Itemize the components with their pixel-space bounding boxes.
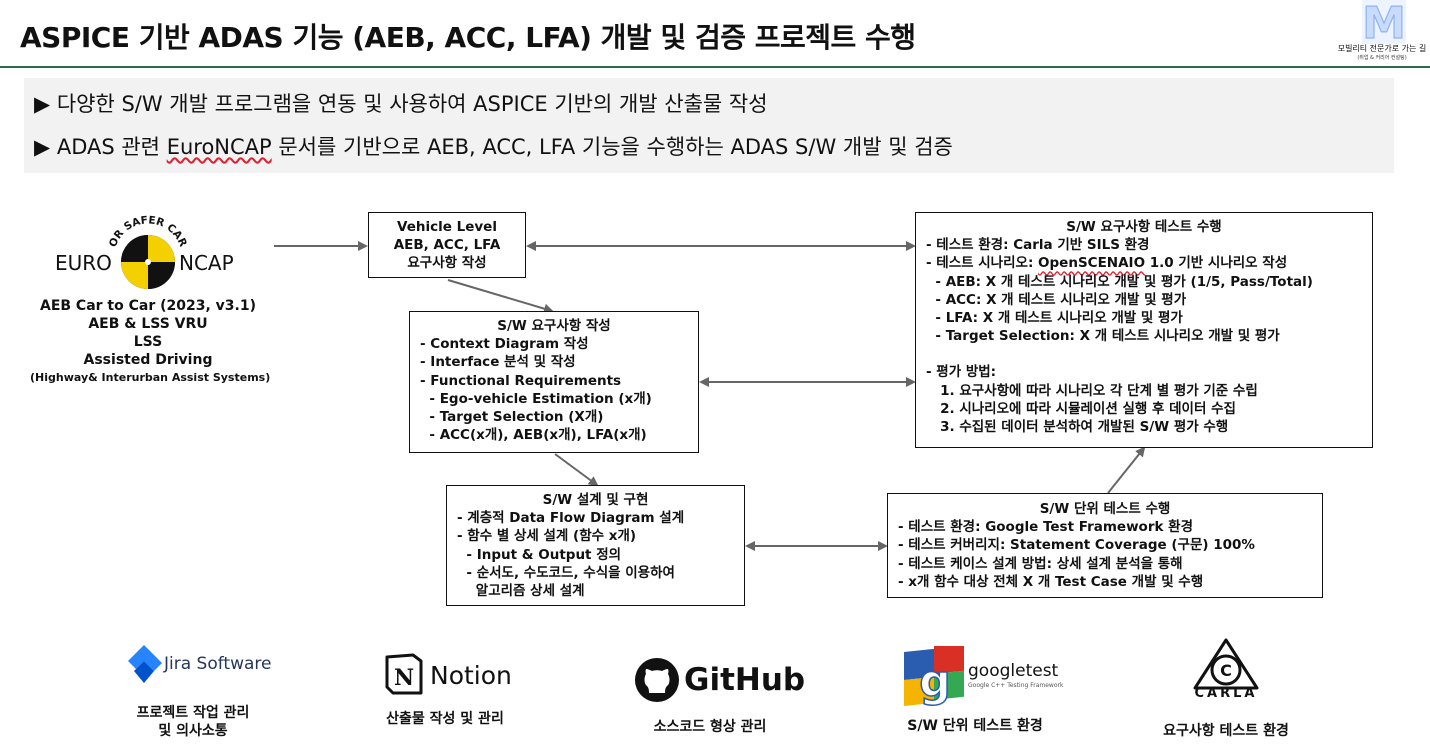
arrow-vehicle-to-req bbox=[447, 279, 554, 314]
req-row: - Ego-vehicle Estimation (x개) bbox=[420, 390, 652, 407]
test-row: 1. 요구사항에 따라 시나리오 각 단계 별 평가 기준 수립 bbox=[926, 382, 1258, 399]
euroncap-item-2: AEB & LSS VRU bbox=[88, 316, 208, 332]
euroncap-protocols: AEB Car to Car (2023, v3.1) AEB & LSS VR… bbox=[30, 297, 271, 387]
jira-caption-1: 프로젝트 작업 관리 bbox=[136, 705, 250, 721]
vehicle-level-box: Vehicle Level AEB, ACC, LFA 요구사항 작성 bbox=[368, 212, 526, 278]
vehicle-line-3: 요구사항 작성 bbox=[407, 255, 487, 272]
openscenario-term: OpenSCENAIO bbox=[1038, 255, 1146, 272]
sw-unit-test-title: S/W 단위 테스트 수행 bbox=[1039, 501, 1171, 517]
design-row: - 계층적 Data Flow Diagram 설계 bbox=[457, 510, 685, 527]
summary-line-1: ▶ 다양한 S/W 개발 프로그램을 연동 및 사용하여 ASPICE 기반의 … bbox=[34, 92, 768, 116]
req-row: - Interface 분석 및 작성 bbox=[420, 354, 576, 371]
svg-text:C: C bbox=[1220, 661, 1232, 680]
req-row: - Context Diagram 작성 bbox=[420, 336, 589, 353]
design-row: - Input & Output 정의 bbox=[457, 546, 622, 563]
euroncap-logo: FOR SAFER CARS EURO NCAP bbox=[52, 206, 234, 289]
unit-row: - 테스트 환경: Google Test Framework 환경 bbox=[898, 519, 1194, 536]
notion-icon: N bbox=[385, 653, 423, 695]
test-row: - 테스트 시나리오: OpenSCENAIO 1.0 기반 시나리오 작성 bbox=[926, 254, 1372, 272]
jira-caption-2: 및 의사소통 bbox=[158, 723, 228, 739]
sw-requirements-test-box: S/W 요구사항 테스트 수행 - 테스트 환경: Carla 기반 SILS … bbox=[915, 212, 1373, 448]
googletest-caption: S/W 단위 테스트 환경 bbox=[907, 718, 1043, 734]
design-row: 알고리즘 상세 설계 bbox=[457, 583, 585, 600]
sw-design-title: S/W 설계 및 구현 bbox=[542, 492, 649, 508]
jira-label: Jira Software bbox=[164, 654, 272, 674]
carla-icon: C bbox=[1193, 638, 1259, 690]
summary-panel: ▶ 다양한 S/W 개발 프로그램을 연동 및 사용하여 ASPICE 기반의 … bbox=[24, 78, 1394, 173]
test-row-2-end: 1.0 기반 시나리오 작성 bbox=[1145, 255, 1288, 272]
test-row: - 평가 방법: bbox=[926, 364, 997, 381]
vehicle-line-1: Vehicle Level bbox=[397, 219, 497, 235]
euroncap-euro: EURO bbox=[55, 251, 112, 275]
euroncap-arc-text: FOR SAFER CARS bbox=[52, 206, 189, 249]
sw-design-box: S/W 설계 및 구현 - 계층적 Data Flow Diagram 설계 -… bbox=[446, 485, 745, 606]
googletest-icon: g bbox=[904, 646, 964, 708]
test-row: - 테스트 환경: Carla 기반 SILS 환경 bbox=[926, 237, 1150, 254]
unit-row: - x개 함수 대상 전체 X 개 Test Case 개발 및 수행 bbox=[898, 573, 1204, 590]
github-label: GitHub bbox=[684, 662, 806, 698]
euroncap-item-4: Assisted Driving bbox=[83, 352, 213, 368]
req-row: - Target Selection (X개) bbox=[420, 409, 604, 426]
jira-icon bbox=[128, 645, 162, 683]
svg-text:g: g bbox=[919, 656, 951, 707]
test-row: - LFA: X 개 테스트 시나리오 개발 및 평가 bbox=[926, 310, 1183, 327]
test-row: - ACC: X 개 테스트 시나리오 개발 및 평가 bbox=[926, 291, 1187, 308]
title-divider bbox=[0, 66, 1430, 68]
unit-row: - 테스트 커버리지: Statement Coverage (구문) 100% bbox=[898, 537, 1255, 554]
arrow-unit-to-test bbox=[1107, 446, 1146, 494]
brand-logo: M bbox=[1362, 0, 1406, 46]
euroncap-ncap: NCAP bbox=[179, 251, 234, 275]
summary-line-2-end: 문서를 기반으로 AEB, ACC, LFA 기능을 수행하는 ADAS S/W… bbox=[271, 135, 953, 159]
euroncap-term: EuroNCAP bbox=[166, 135, 272, 159]
jira-caption: 프로젝트 작업 관리 및 의사소통 bbox=[118, 704, 268, 740]
test-row: - Target Selection: X 개 테스트 시나리오 개발 및 평가 bbox=[926, 328, 1280, 345]
brand-caption: 모빌리티 전문가로 가는 길 bbox=[1337, 44, 1427, 53]
googletest-sub: Google C++ Testing Framework bbox=[968, 682, 1064, 689]
summary-line-2-start: ▶ ADAS 관련 bbox=[34, 135, 167, 159]
design-row: - 순서도, 수도코드, 수식을 이용하여 bbox=[457, 564, 675, 581]
test-row: - AEB: X 개 테스트 시나리오 개발 및 평가 (1/5, Pass/T… bbox=[926, 273, 1313, 290]
req-row: - ACC(x개), AEB(x개), LFA(x개) bbox=[420, 427, 647, 444]
googletest-label: googletest bbox=[968, 661, 1059, 681]
svg-text:N: N bbox=[394, 665, 414, 691]
req-row: - Functional Requirements bbox=[420, 372, 622, 389]
test-row-2-start: - 테스트 시나리오: bbox=[926, 255, 1039, 272]
page-title: ASPICE 기반 ADAS 기능 (AEB, ACC, LFA) 개발 및 검… bbox=[20, 21, 916, 54]
brand-subcaption: (취업 & 커리어 컨설팅) bbox=[1357, 55, 1407, 61]
github-caption: 소스코드 형상 관리 bbox=[653, 719, 767, 735]
vehicle-line-2: AEB, ACC, LFA bbox=[393, 237, 501, 254]
notion-label: Notion bbox=[430, 661, 512, 690]
notion-caption: 산출물 작성 및 관리 bbox=[386, 711, 504, 727]
github-icon bbox=[635, 658, 679, 702]
euroncap-item-note: (Highway& Interurban Assist Systems) bbox=[30, 371, 271, 384]
design-row: - 함수 별 상세 설계 (함수 x개) bbox=[457, 528, 637, 545]
sw-unit-test-box: S/W 단위 테스트 수행 - 테스트 환경: Google Test Fram… bbox=[887, 493, 1323, 598]
summary-line-2: ▶ ADAS 관련 EuroNCAP 문서를 기반으로 AEB, ACC, LF… bbox=[34, 131, 953, 161]
unit-row: - 테스트 케이스 설계 방법: 상세 설계 분석을 통해 bbox=[898, 555, 1183, 572]
sw-requirements-title: S/W 요구사항 작성 bbox=[497, 318, 611, 334]
carla-label: CARLA bbox=[1194, 686, 1258, 701]
carla-caption: 요구사항 테스트 환경 bbox=[1163, 723, 1289, 739]
arrow-req-to-design bbox=[554, 453, 599, 487]
euroncap-item-3: LSS bbox=[133, 334, 163, 350]
sw-requirements-box: S/W 요구사항 작성 - Context Diagram 작성 - Inter… bbox=[409, 311, 699, 453]
sw-req-test-title: S/W 요구사항 테스트 수행 bbox=[1066, 219, 1222, 235]
test-row: 3. 수집된 데이터 분석하여 개발된 S/W 평가 수행 bbox=[926, 419, 1229, 436]
euroncap-item-1: AEB Car to Car (2023, v3.1) bbox=[39, 298, 256, 314]
test-row-blank bbox=[926, 345, 1372, 363]
brand-letter: M bbox=[1362, 0, 1406, 46]
test-row: 2. 시나리오에 따라 시뮬레이션 실행 후 데이터 수집 bbox=[926, 400, 1236, 417]
